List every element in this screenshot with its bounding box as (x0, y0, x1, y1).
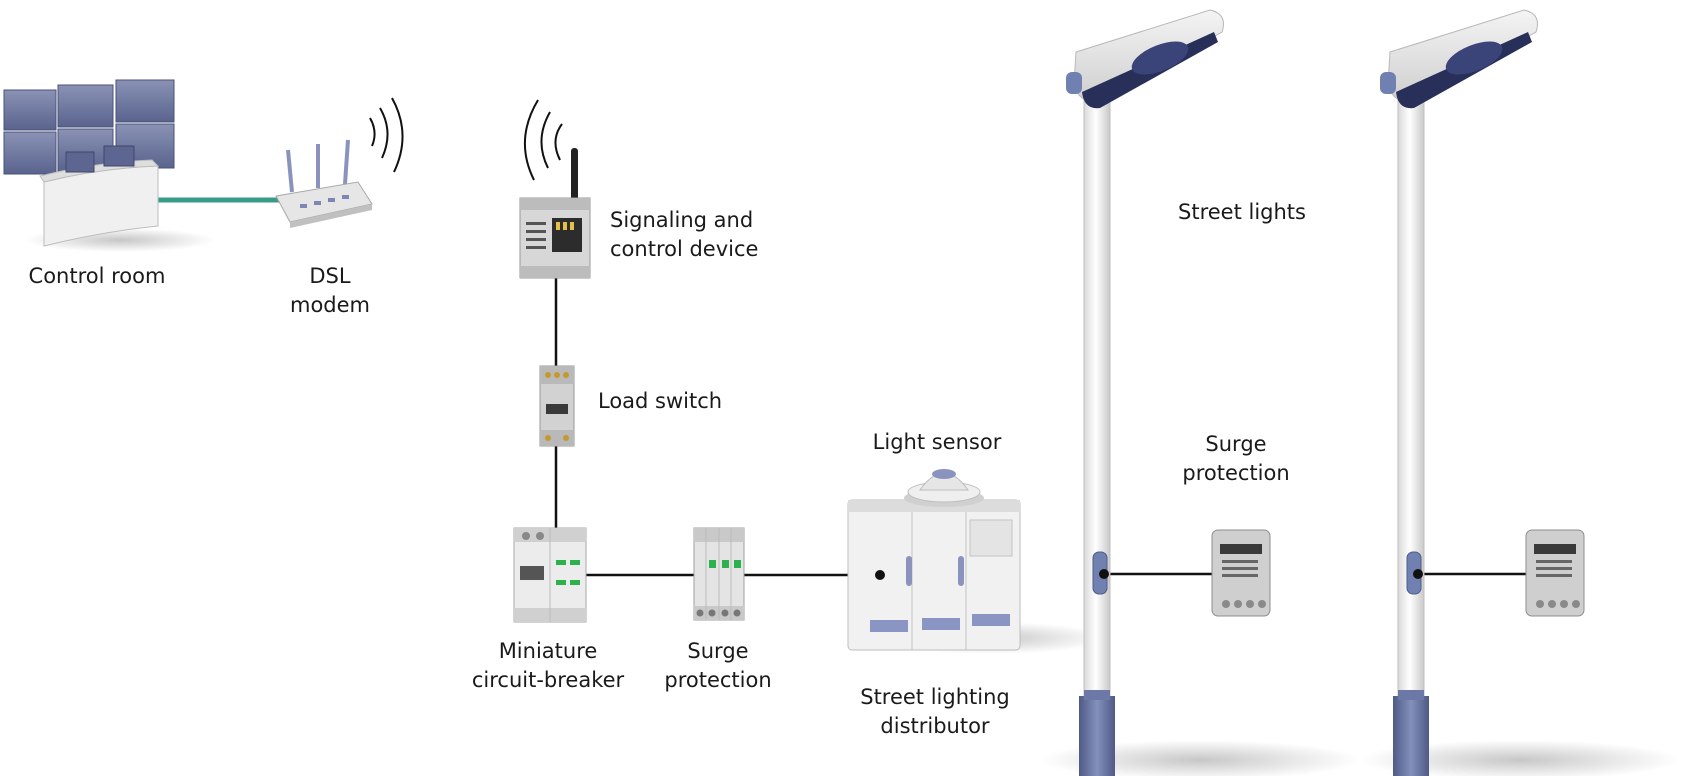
label-signaling-line2: control device (610, 237, 758, 261)
wiring (554, 278, 1526, 577)
label-surge-left-line1: Surge (687, 639, 748, 663)
label-street-lights: Street lights (1178, 200, 1306, 224)
surge-protector-icon (1525, 529, 1585, 617)
labels: Control room DSL modem Signaling and con… (29, 200, 1306, 738)
distributor-terminal (875, 570, 885, 580)
wireless-signal-icon (524, 99, 563, 181)
label-load-switch: Load switch (598, 389, 722, 413)
label-dsl-line2: modem (290, 293, 370, 317)
control-room-icon (3, 79, 215, 252)
wireless-signal-icon (369, 97, 404, 173)
load-switch-icon (539, 365, 575, 447)
circuit-breaker-icon (513, 527, 587, 623)
label-distributor-line1: Street lighting (860, 685, 1010, 709)
label-surge-right-line2: protection (1182, 461, 1289, 485)
label-light-sensor: Light sensor (873, 430, 1002, 454)
pole-terminal (1413, 569, 1423, 579)
pole-terminal (1099, 569, 1109, 579)
signaling-device-icon (519, 148, 591, 279)
label-mcb-line2: circuit-breaker (472, 668, 625, 692)
label-distributor-line2: distributor (880, 714, 990, 738)
surge-protector-icon (693, 527, 745, 621)
distribution-cabinet-icon (847, 499, 1110, 654)
label-surge-right-line1: Surge (1205, 432, 1266, 456)
label-mcb-line1: Miniature (499, 639, 598, 663)
label-dsl-line1: DSL (309, 264, 351, 288)
label-control-room: Control room (29, 264, 166, 288)
street-light-icon (1040, 9, 1360, 776)
label-surge-left-line2: protection (664, 668, 771, 692)
label-signaling-line1: Signaling and (610, 208, 753, 232)
dsl-modem-icon (275, 139, 373, 228)
light-sensor-icon (904, 469, 984, 507)
street-light-icon (1360, 9, 1680, 776)
surge-protector-icon (1211, 529, 1271, 617)
